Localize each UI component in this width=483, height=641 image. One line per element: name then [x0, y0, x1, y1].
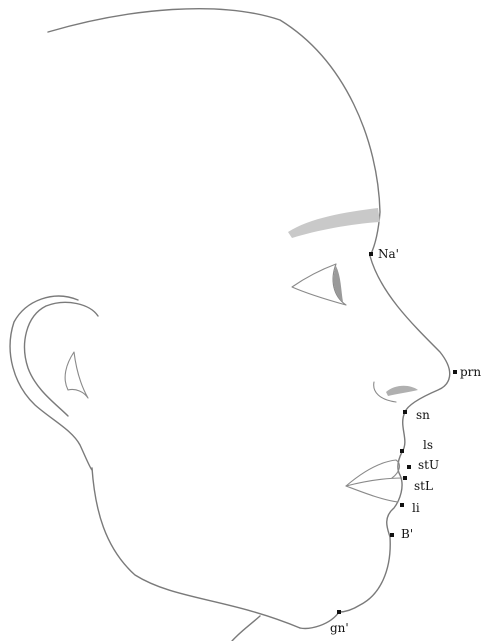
landmark-label-sn: sn — [416, 408, 430, 422]
landmark-label-ls: ls — [423, 438, 433, 452]
landmark-dot-na — [369, 252, 373, 256]
lower-lip-line — [346, 486, 398, 502]
landmark-label-li: li — [412, 501, 420, 515]
ear-rim — [25, 302, 98, 416]
landmark-label-na: Na' — [378, 247, 399, 261]
landmark-label-gn: gn' — [330, 621, 349, 635]
landmark-label-stl: stL — [414, 479, 433, 493]
neck-back-line — [92, 468, 300, 628]
eyebrow-shape — [288, 208, 380, 238]
landmark-dot-sn — [403, 410, 407, 414]
landmark-dot-gn — [337, 610, 341, 614]
landmark-dot-ls — [400, 449, 404, 453]
landmark-dot-stu — [407, 465, 411, 469]
landmark-dot-stl — [403, 476, 407, 480]
landmark-label-prn: prn — [460, 365, 481, 379]
landmark-label-b: B' — [401, 527, 413, 541]
landmark-dot-li — [400, 503, 404, 507]
ear-outer — [10, 296, 92, 470]
landmark-dot-prn — [453, 370, 457, 374]
landmark-group: Na' prn sn ls stU stL liB' gn' — [330, 247, 481, 635]
neck-front-line — [232, 616, 260, 641]
nostril-shape — [386, 386, 418, 396]
landmark-label-stu: stU — [418, 458, 439, 472]
landmark-dot-b — [390, 533, 394, 537]
upper-lip-line — [346, 460, 399, 486]
head-profile-outline — [48, 9, 450, 629]
ear-inner — [65, 352, 88, 398]
